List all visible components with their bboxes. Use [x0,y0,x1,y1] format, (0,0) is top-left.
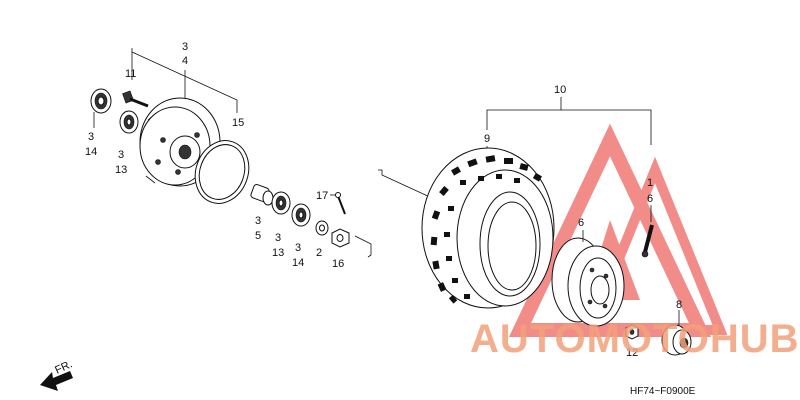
callout-labels: 3 4 11 3 14 3 13 15 17 3 5 3 13 3 14 2 1… [85,41,682,359]
label-nut-16: 16 [332,258,344,270]
label-washer-2: 2 [316,247,322,259]
tire [421,147,555,309]
label-bearing-left2-3: 3 [118,149,124,161]
hub-bracket [131,48,238,113]
label-bearing-mid2-3: 3 [295,242,301,254]
diagram-code: HF74~F0900E [630,386,696,397]
valve-stem [122,90,149,108]
bearing-left [90,88,112,114]
castle-nut [331,228,350,248]
label-bearing-mid-13: 13 [272,247,284,259]
lug-nut [625,324,639,340]
label-valve-11: 11 [125,68,136,80]
label-spacer-5: 5 [255,230,261,242]
wheel-rim [551,237,625,327]
label-bearing-left-3: 3 [88,131,94,143]
assembly-bracket [486,97,652,158]
label-nut-12: 12 [626,347,638,359]
front-arrow-icon [40,371,73,391]
label-cap-8: 8 [676,299,682,311]
label-rim-6: 6 [578,217,584,229]
bearing-mid [271,191,291,215]
label-bearing-mid-3: 3 [275,232,281,244]
label-stud-1: 1 [647,177,653,189]
label-assembly-10: 10 [554,84,566,96]
label-bearing-left2-13: 13 [115,164,127,176]
wheel-stud [641,224,654,258]
label-pin-17: 17 [316,190,328,202]
label-bearing-mid2-14: 14 [292,257,304,269]
label-bearing-left-14: 14 [85,146,97,158]
cotter-pin [335,192,346,215]
label-stud-6: 6 [647,193,653,205]
hub-cap [661,324,692,356]
watermark-text: AUTOMOTOHUB [470,317,800,361]
label-hub-4: 4 [182,55,188,67]
brake-ring [194,140,250,204]
label-spacer-3: 3 [255,215,261,227]
washer [315,220,329,236]
label-hub-3: 3 [182,41,188,53]
axis-lines [354,169,433,258]
label-ring-15: 15 [232,117,244,129]
bearing-mid-2 [291,203,311,227]
bearing-left-2 [119,110,139,134]
spacer [250,184,274,206]
label-tire-9: 9 [484,133,490,145]
